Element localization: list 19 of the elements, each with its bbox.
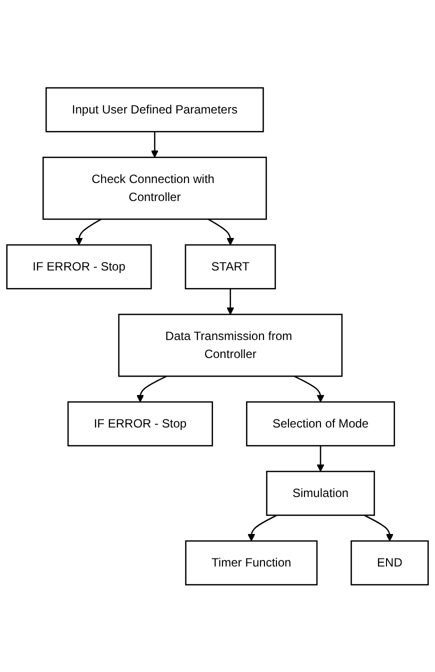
node-box: Timer Function	[185, 540, 318, 586]
node-box: Check Connection with Controller	[42, 156, 267, 220]
arrow	[364, 514, 394, 541]
node-box: START	[184, 244, 276, 289]
node-box: Simulation	[266, 470, 375, 516]
arrow	[294, 375, 324, 402]
arrow	[75, 218, 102, 245]
node-box: Input User Defined Parameters	[46, 86, 264, 132]
node-box: END	[350, 540, 429, 586]
arrow	[208, 218, 234, 245]
node-box: Data Transmission from Controller	[118, 313, 343, 377]
arrow	[248, 514, 278, 541]
arrow	[150, 131, 158, 158]
arrow	[316, 445, 324, 472]
node-box: IF ERROR - Stop	[6, 244, 152, 289]
node-box: Selection of Mode	[246, 401, 395, 446]
arrow	[136, 375, 168, 402]
node-box: IF ERROR - Stop	[67, 401, 214, 446]
arrow	[226, 288, 234, 314]
